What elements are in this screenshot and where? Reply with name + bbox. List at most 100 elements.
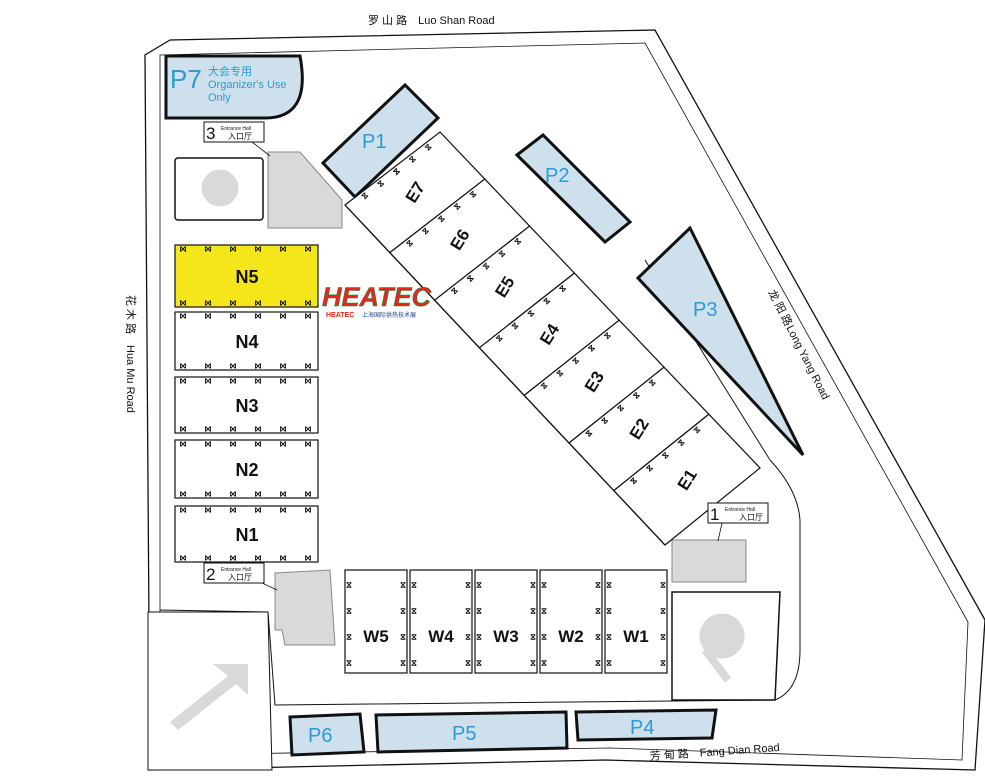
door-marker: [180, 441, 186, 447]
plaza-southeast-circle: [696, 610, 748, 662]
door-marker: [530, 634, 536, 640]
door-marker: [230, 363, 236, 369]
door-marker: [677, 439, 685, 447]
hall-w1[interactable]: W1: [604, 569, 668, 674]
door-marker: [476, 660, 482, 666]
entrance-1-number: 1: [710, 505, 719, 524]
door-marker: [541, 634, 547, 640]
hall-label-w2: W2: [558, 627, 584, 646]
door-marker: [465, 608, 471, 614]
door-marker: [280, 313, 286, 319]
parking-p7-label: P7: [170, 64, 202, 94]
door-marker: [280, 300, 286, 306]
hall-label-w1: W1: [623, 627, 649, 646]
door-marker: [180, 507, 186, 513]
door-marker: [305, 378, 311, 384]
door-marker: [255, 313, 261, 319]
hall-n1[interactable]: N1: [174, 505, 319, 563]
door-marker: [645, 464, 654, 472]
road-hua-mu-en: Hua Mu Road: [124, 345, 136, 413]
door-marker: [400, 582, 406, 588]
door-marker: [514, 237, 522, 246]
door-marker: [465, 634, 471, 640]
door-marker: [465, 660, 471, 666]
hall-w3[interactable]: W3: [474, 569, 538, 674]
hall-n2[interactable]: N2: [174, 439, 319, 499]
hall-w5[interactable]: W5: [344, 569, 408, 674]
door-marker: [421, 227, 430, 235]
heatec-logo: HEATEC HEATEC 上海国际供热技术展: [322, 282, 432, 319]
hall-e7[interactable]: E7: [344, 131, 486, 254]
door-marker: [530, 608, 536, 614]
door-marker: [541, 582, 547, 588]
door-marker: [255, 426, 261, 432]
heatec-logo-sub: HEATEC: [326, 312, 354, 319]
hall-w4[interactable]: W4: [409, 569, 473, 674]
door-marker: [541, 660, 547, 666]
door-marker: [476, 582, 482, 588]
entrance-1-cn: 入口厅: [739, 513, 763, 522]
door-marker: [495, 334, 503, 342]
door-marker: [305, 363, 311, 369]
road-long-yang-en: Long Yang Road: [783, 324, 831, 402]
door-marker: [205, 363, 211, 369]
door-marker: [230, 378, 236, 384]
door-marker: [595, 608, 601, 614]
parking-p7-en1: Organizer's Use: [208, 79, 287, 91]
door-marker: [400, 634, 406, 640]
hall-e4[interactable]: E4: [478, 272, 621, 397]
door-marker: [205, 426, 211, 432]
entrance-3-en: Entrance Hall: [221, 126, 251, 132]
road-hua-mu: 花 木 路 Hua Mu Road: [124, 295, 137, 413]
door-marker: [280, 555, 286, 561]
door-marker: [606, 608, 612, 614]
door-marker: [660, 582, 666, 588]
inner-ring-road: [159, 259, 801, 706]
hall-label-n1: N1: [235, 525, 258, 545]
parking-p6: [288, 712, 366, 757]
site-outer-boundary: [144, 29, 985, 771]
east-halls-corridor: [344, 204, 666, 546]
door-marker: [230, 491, 236, 497]
door-marker: [205, 491, 211, 497]
hall-n3[interactable]: N3: [174, 376, 319, 434]
door-marker: [465, 582, 471, 588]
door-marker: [305, 246, 311, 252]
door-marker: [346, 608, 352, 614]
door-marker: [205, 441, 211, 447]
hall-n4[interactable]: N4: [174, 311, 319, 371]
entrance-2-en: Entrance Hall: [221, 567, 251, 573]
door-marker: [255, 507, 261, 513]
door-marker: [603, 332, 611, 340]
hall-n5[interactable]: N5: [174, 244, 319, 308]
door-marker: [346, 660, 352, 666]
door-marker: [595, 582, 601, 588]
hall-w2[interactable]: W2: [539, 569, 603, 674]
door-marker: [392, 167, 401, 176]
door-marker: [180, 313, 186, 319]
door-marker: [346, 634, 352, 640]
parking-p6-label: P6: [308, 725, 332, 747]
entrance-3-cn: 入口厅: [228, 132, 252, 141]
door-marker: [543, 297, 551, 305]
entrance-hall-3-building: [267, 151, 343, 229]
parking-p3-label: P3: [693, 299, 717, 321]
door-marker: [205, 555, 211, 561]
hall-label-n4: N4: [235, 332, 258, 352]
door-marker: [255, 300, 261, 306]
door-marker: [305, 555, 311, 561]
door-marker: [205, 378, 211, 384]
direction-arrow-shape: [170, 664, 248, 730]
door-marker: [230, 313, 236, 319]
entrance-3-callout: 3 Entrance Hall 入口厅: [203, 121, 271, 157]
door-marker: [660, 608, 666, 614]
door-marker: [530, 582, 536, 588]
door-marker: [648, 379, 656, 387]
door-marker: [180, 246, 186, 252]
road-luo-shan: 罗 山 路 Luo Shan Road: [368, 14, 495, 27]
door-marker: [469, 190, 477, 198]
door-marker: [305, 441, 311, 447]
heatec-logo-cn: 上海国际供热技术展: [362, 311, 416, 319]
